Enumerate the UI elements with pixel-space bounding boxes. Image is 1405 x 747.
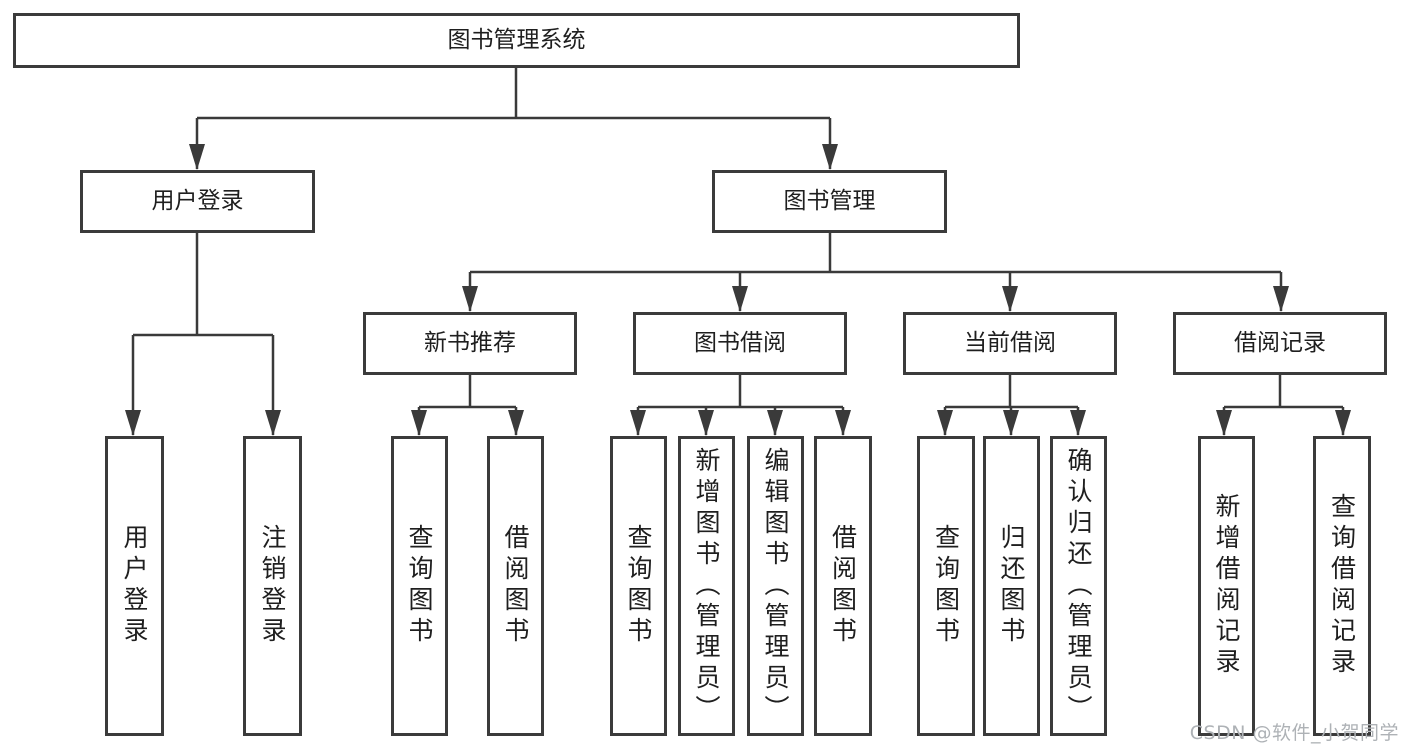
node-book-management: 图书管理 <box>712 170 947 233</box>
node-borrowing-records: 借阅记录 <box>1173 312 1387 375</box>
node-current-borrowing: 当前借阅 <box>903 312 1117 375</box>
leaf-borrow-books: 借阅图书 <box>814 436 872 736</box>
edges-current-to-leaves <box>937 375 1086 436</box>
leaf-query-borrow-record: 查询借阅记录 <box>1313 436 1371 736</box>
leaf-edit-books-admin: 编辑图书（管理员） <box>747 436 804 736</box>
leaf-query-books-recommend: 查询图书 <box>391 436 448 736</box>
csdn-watermark: CSDN @软件_小贺同学 <box>1189 722 1399 744</box>
edges-recommend-to-leaves <box>411 375 524 436</box>
leaf-logout: 注销登录 <box>243 436 302 736</box>
node-book-borrowing: 图书借阅 <box>633 312 847 375</box>
leaf-add-borrow-record: 新增借阅记录 <box>1198 436 1255 736</box>
edges-userlogin-to-leaves <box>125 233 281 436</box>
node-new-book-recommend: 新书推荐 <box>363 312 577 375</box>
node-user-login: 用户登录 <box>80 170 315 233</box>
leaf-confirm-return-admin: 确认归还（管理员） <box>1050 436 1107 736</box>
leaf-query-books-current: 查询图书 <box>917 436 975 736</box>
edges-root-to-level2 <box>189 68 838 170</box>
node-library-system: 图书管理系统 <box>13 13 1020 68</box>
edges-bookmgmt-to-level3 <box>462 233 1289 312</box>
edges-records-to-leaves <box>1216 375 1351 436</box>
leaf-query-books-borrow: 查询图书 <box>610 436 667 736</box>
edges-borrow-to-leaves <box>630 375 851 436</box>
leaf-user-login: 用户登录 <box>105 436 164 736</box>
leaf-borrow-books-recommend: 借阅图书 <box>487 436 544 736</box>
leaf-add-books-admin: 新增图书（管理员） <box>678 436 735 736</box>
leaf-return-books: 归还图书 <box>983 436 1040 736</box>
